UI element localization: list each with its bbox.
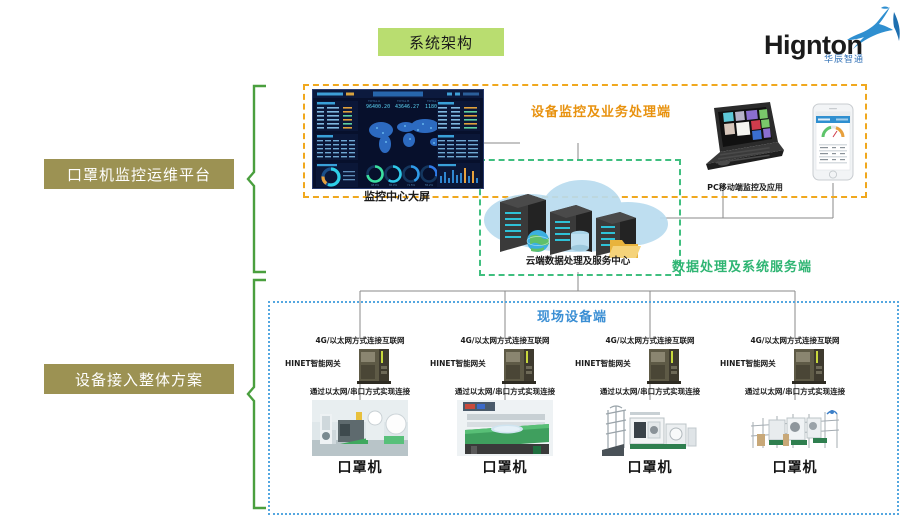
brand-logo: Hignton 华辰智通 <box>762 6 904 65</box>
region-box-service <box>479 159 681 276</box>
svg-text:TOTAL A: TOTAL A <box>368 99 380 103</box>
mask-machine-photo <box>602 400 698 456</box>
pc-caption: PC移动端监控及应用 <box>707 183 783 192</box>
machine-caption: 口罩机 <box>482 460 528 476</box>
cloud-caption: 云端数据处理及服务中心 <box>525 256 631 267</box>
mask-machine-photo <box>457 400 553 456</box>
logo-wordmark: Hignton <box>764 30 863 60</box>
side-label-platform: 口罩机监控运维平台 <box>44 159 234 189</box>
logo-chinese-name: 华辰智通 <box>824 55 865 65</box>
mask-machine-photo <box>747 400 843 456</box>
gateway-device-icon <box>647 349 681 384</box>
svg-text:TOTAL B: TOTAL B <box>397 99 409 103</box>
svg-text:96400.20: 96400.20 <box>366 104 390 110</box>
network-caption: 4G/以太网方式连接互联网 <box>750 336 840 345</box>
gateway-device-icon <box>357 349 391 384</box>
field-column: 4G/以太网方式连接互联网 HINET智能网关 通过以太网/串口方式实现连接 <box>430 336 580 477</box>
side-label-device: 设备接入整体方案 <box>44 364 234 394</box>
region-box-field <box>268 301 899 515</box>
deer-icon <box>847 6 900 49</box>
machine-caption: 口罩机 <box>337 460 383 476</box>
smartphone-device <box>812 103 854 181</box>
gateway-device-icon <box>792 349 826 384</box>
gateway-label: HINET智能网关 <box>285 359 341 368</box>
dashboard-caption: 监控中心大屏 <box>364 190 430 203</box>
region-title-service: 数据处理及系统服务端 <box>672 260 813 275</box>
link-caption: 通过以太网/串口方式实现连接 <box>599 387 701 396</box>
gateway-device-icon <box>502 349 536 384</box>
laptop-device <box>686 100 786 180</box>
network-caption: 4G/以太网方式连接互联网 <box>315 336 405 345</box>
region-title-field: 现场设备端 <box>537 310 608 325</box>
link-caption: 通过以太网/串口方式实现连接 <box>454 387 556 396</box>
page-title: 系统架构 <box>378 28 504 56</box>
svg-text:86.3%: 86.3% <box>389 183 397 187</box>
svg-text:43646.27: 43646.27 <box>395 104 419 110</box>
gateway-row: HINET智能网关 <box>575 346 725 386</box>
svg-text:71.5%: 71.5% <box>407 183 415 187</box>
gateway-label: HINET智能网关 <box>575 359 631 368</box>
svg-text:98.0%: 98.0% <box>371 183 379 187</box>
field-column: 4G/以太网方式连接互联网 HINET智能网关 通过以太网/串口方式实现连接 <box>285 336 435 477</box>
link-caption: 通过以太网/串口方式实现连接 <box>309 387 411 396</box>
network-caption: 4G/以太网方式连接互联网 <box>605 336 695 345</box>
link-caption: 通过以太网/串口方式实现连接 <box>744 387 846 396</box>
mask-machine-photo <box>312 400 408 456</box>
region-title-monitoring: 设备监控及业务处理端 <box>531 105 672 120</box>
brace-device <box>246 278 266 510</box>
brace-platform <box>246 84 266 274</box>
gateway-label: HINET智能网关 <box>720 359 776 368</box>
field-column: 4G/以太网方式连接互联网 HINET智能网关 通过以太网/串口方式实现连接 <box>575 336 725 477</box>
machine-caption: 口罩机 <box>772 460 818 476</box>
svg-text:TOTAL C: TOTAL C <box>427 99 440 103</box>
cloud-datacenter-graphic <box>470 168 686 260</box>
gateway-row: HINET智能网关 <box>720 346 870 386</box>
gateway-label: HINET智能网关 <box>430 359 486 368</box>
field-column: 4G/以太网方式连接互联网 HINET智能网关 通过以太网/串口方式实现连接 <box>720 336 870 477</box>
gateway-row: HINET智能网关 <box>285 346 435 386</box>
network-caption: 4G/以太网方式连接互联网 <box>460 336 550 345</box>
machine-caption: 口罩机 <box>627 460 673 476</box>
gateway-row: HINET智能网关 <box>430 346 580 386</box>
svg-text:55.2%: 55.2% <box>425 183 433 187</box>
